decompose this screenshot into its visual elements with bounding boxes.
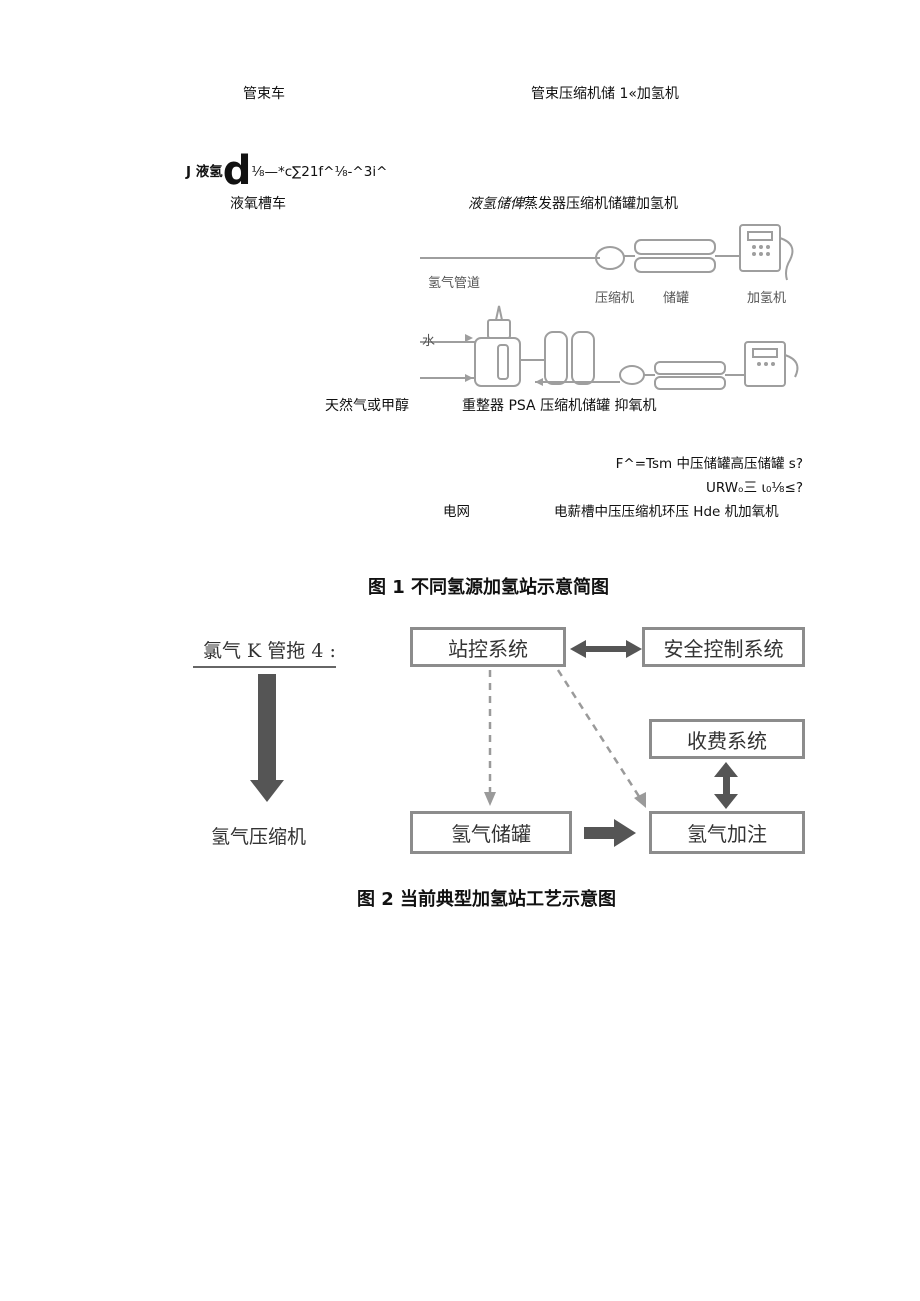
compressor-1-shape: [595, 246, 625, 270]
garbled-line-b: URWₒ三 ι₀⅛≤?: [706, 480, 803, 496]
right-arrow-icon: [584, 819, 636, 847]
liquid-hydrogen-storage-italic: 液氢储俾: [468, 196, 524, 212]
dispenser-1-shape: [739, 224, 781, 272]
tube-chain-label: 管束压缩机储 1«加氢机: [531, 86, 679, 102]
double-arrow-icon: [570, 640, 642, 658]
figure-1-caption: 图 1 不同氢源加氢站示意简图: [368, 577, 610, 598]
water-label: 水: [422, 334, 436, 349]
compressor-label: 压缩机: [595, 291, 635, 306]
psa-column-1: [544, 331, 568, 385]
station-control-box: 站控系统: [410, 627, 566, 667]
hydrogen-tube-trailer-label: 氯气 K 管拖 4 :: [203, 640, 336, 662]
liquid-hydrogen-garbled-row: J 液氢d⅛—*c∑21f^⅛-^3i^: [186, 150, 388, 191]
evaporator-chain: 蒸发器压缩机储罐加氢机: [524, 196, 678, 212]
figure-2-caption: 图 2 当前典型加氢站工艺示意图: [357, 889, 617, 910]
electrolyzer-chain-label: 电薪槽中压压缩机环压 Hde 机加氧机: [554, 504, 779, 520]
liquid-hydrogen-suffix: ⅛—*c∑21f^⅛-^3i^: [251, 164, 388, 180]
down-arrow-icon: [250, 674, 284, 802]
tube-trailer-label: 管束车: [243, 86, 285, 102]
psa-column-2: [571, 331, 595, 385]
dispenser-label: 加氢机: [747, 291, 787, 306]
billing-box: 收费系统: [649, 719, 805, 759]
compressor-2-shape: [619, 365, 645, 385]
dispenser-2-shape: [744, 341, 786, 387]
vertical-double-arrow-icon: [714, 762, 738, 809]
liquid-hydrogen-chain-label: 液氢储俾蒸发器压缩机储罐加氢机: [468, 193, 678, 213]
hydrogen-source-diagram: [420, 224, 799, 390]
reformer-chain-label: 重整器 PSA 压缩机储罐 抑氧机: [462, 398, 657, 414]
storage-label: 储罐: [663, 291, 690, 306]
garbled-line-a: F^=Tsm 中压储罐高压储罐 s?: [615, 456, 803, 472]
storage-tank-1a: [634, 239, 716, 255]
left-underline: [193, 666, 336, 668]
hydrogen-storage-box: 氢气储罐: [410, 811, 572, 854]
garble-big-d: d: [222, 148, 252, 194]
storage-tank-1b: [634, 257, 716, 273]
hydrogen-compressor-label: 氢气压缩机: [211, 826, 307, 848]
storage-tank-2a: [654, 361, 726, 375]
figure-2-connectors: [484, 640, 738, 847]
liquid-oxygen-tanker-label: 液氧槽车: [230, 196, 286, 212]
pipeline-label: 氢气管道: [428, 276, 481, 291]
natural-gas-label: 天然气或甲醇: [325, 398, 409, 414]
dashed-arrow-head-1: [484, 792, 496, 806]
liquid-hydrogen-prefix: J 液氢: [186, 164, 223, 180]
power-grid-label: 电网: [443, 504, 470, 520]
safety-control-box: 安全控制系统: [642, 627, 805, 667]
dashed-arrow-head-2: [634, 792, 646, 808]
storage-tank-2b: [654, 376, 726, 390]
hydrogen-refueling-box: 氢气加注: [649, 811, 805, 854]
